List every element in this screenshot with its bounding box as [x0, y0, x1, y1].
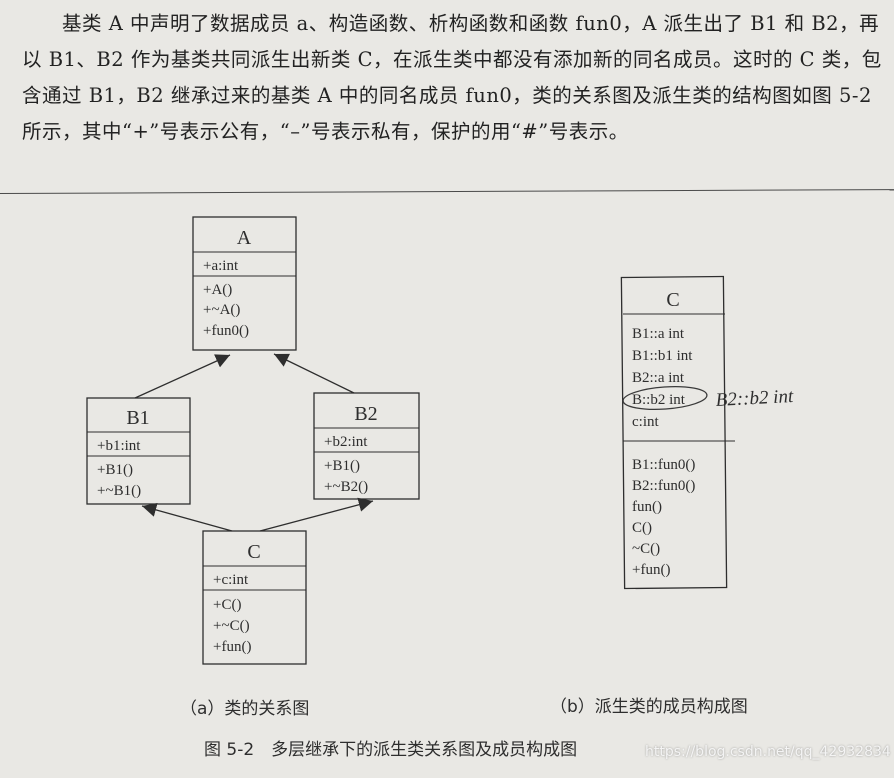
class-box-C: C +c:int +C() +~C() +fun() [202, 530, 307, 665]
description-paragraph: 基类 A 中声明了数据成员 a、构造函数、析构函数和函数 fun0，A 派生出了… [22, 12, 882, 143]
derived-member: B1::b1 int [632, 348, 693, 364]
class-C-name: C [247, 541, 260, 563]
class-B2-method: +B1() [324, 458, 360, 474]
class-B2-attr: +b2:int [324, 434, 368, 450]
inherit-arrow-c-b2 [259, 497, 374, 532]
class-A-method: +~A() [203, 302, 240, 318]
class-C-attr: +c:int [213, 572, 249, 588]
class-box-A: A +a:int +A() +~A() +fun0() [192, 216, 297, 351]
inherit-arrow-b2-a [273, 353, 355, 394]
class-B1-attr: +b1:int [97, 438, 141, 454]
class-A-name: A [237, 227, 252, 249]
class-C-method: +fun() [213, 639, 251, 655]
caption-a: （a）类的关系图 [180, 699, 310, 719]
handwritten-note: B2::b2 int [715, 386, 794, 411]
inherit-arrow-c-b1 [141, 502, 233, 532]
class-C-method: +~C() [213, 618, 250, 634]
caption-b: （b）派生类的成员构成图 [550, 697, 748, 717]
class-B1-name: B1 [126, 407, 149, 429]
class-A-method: +fun0() [203, 323, 249, 339]
derived-method: fun() [632, 499, 662, 515]
inherit-arrow-b1-a [134, 354, 231, 399]
watermark: https://blog.csdn.net/qq_42932834 [645, 744, 891, 760]
class-box-B2: B2 +b2:int +B1() +~B2() [313, 392, 420, 500]
derived-member: c:int [632, 414, 659, 430]
derived-member: B1::a int [632, 326, 685, 342]
derived-class-name: C [666, 289, 679, 311]
derived-member: B::b2 int [632, 392, 686, 408]
derived-method: B2::fun0() [632, 478, 695, 494]
derived-method: B1::fun0() [632, 457, 695, 473]
class-A-attr: +a:int [203, 258, 239, 274]
class-C-method: +C() [213, 597, 241, 613]
class-A-method: +A() [203, 282, 232, 298]
class-B1-method: +~B1() [97, 483, 141, 499]
pen-circle-mark [622, 385, 708, 411]
derived-method: ~C() [632, 541, 660, 557]
class-B2-method: +~B2() [324, 479, 368, 495]
derived-method: +fun() [632, 562, 670, 578]
derived-member: B2::a int [632, 370, 685, 386]
derived-method: C() [632, 520, 652, 536]
class-box-B1: B1 +b1:int +B1() +~B1() [86, 397, 191, 505]
class-B2-name: B2 [354, 403, 377, 425]
figure-caption: 图 5-2 多层继承下的派生类关系图及成员构成图 [204, 740, 578, 760]
derived-class-box-C: C B1::a int B1::b1 int B2::a int B::b2 i… [620, 275, 735, 590]
class-B1-method: +B1() [97, 462, 133, 478]
